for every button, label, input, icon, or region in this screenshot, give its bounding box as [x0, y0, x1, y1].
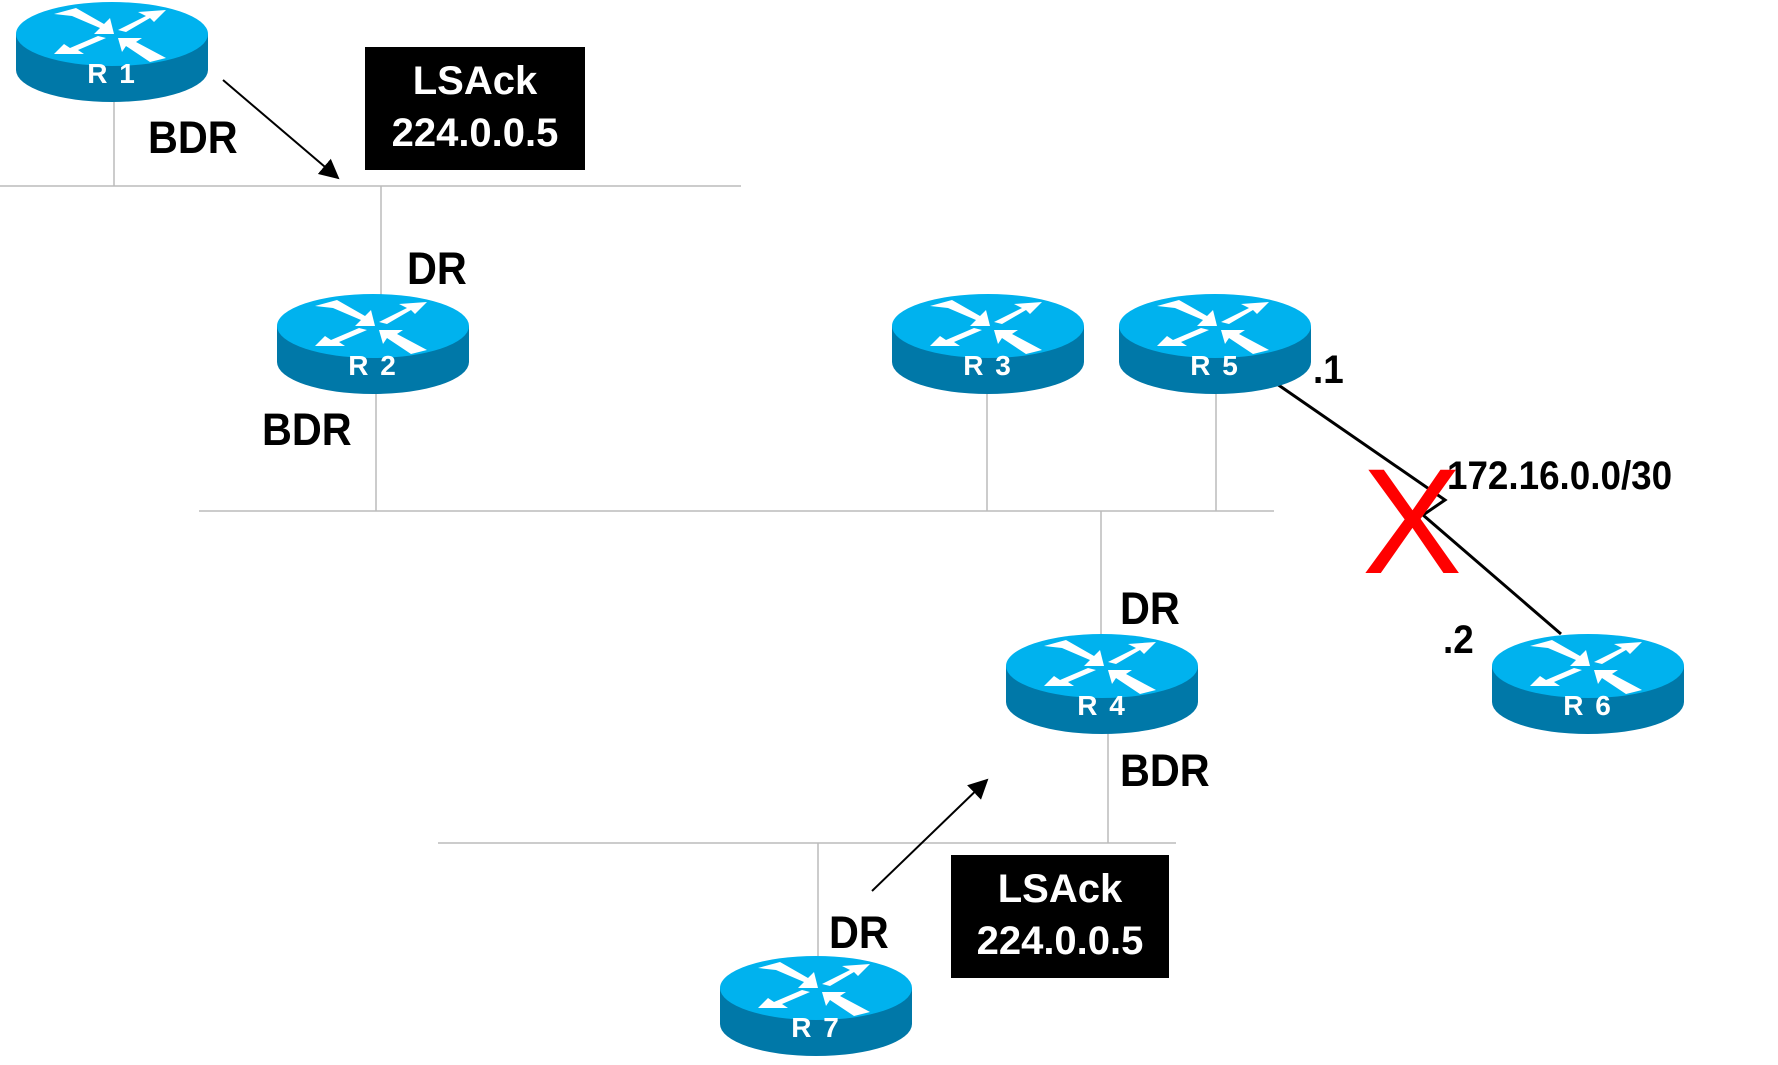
- router-label: R 4: [1077, 690, 1127, 721]
- router-r6[interactable]: R 6: [1490, 632, 1686, 736]
- arrow-r7-to-r4: [871, 778, 989, 892]
- router-label: R 3: [963, 350, 1013, 381]
- r7-role-dr: DR: [829, 907, 889, 958]
- router-label: R 6: [1563, 690, 1613, 721]
- link-failure-x-icon: X: [1362, 437, 1463, 605]
- router-label: R 5: [1190, 350, 1240, 381]
- r2-role-dr: DR: [407, 243, 467, 294]
- r4-role-bdr: BDR: [1120, 745, 1210, 796]
- router-r1[interactable]: R 1: [14, 0, 210, 104]
- lsack-packet-2: LSAck 224.0.0.5: [951, 855, 1169, 978]
- router-icon: [1492, 634, 1684, 734]
- packet-type: LSAck: [997, 867, 1123, 911]
- router-r7[interactable]: R 7: [718, 954, 914, 1058]
- arrow-r1-to-dr: [222, 79, 340, 180]
- router-label: R 7: [791, 1012, 841, 1043]
- router-r3[interactable]: R 3: [890, 292, 1086, 396]
- router-r2[interactable]: R 2: [275, 292, 471, 396]
- router-icon: [1006, 634, 1198, 734]
- r5-host-address: .1: [1313, 348, 1344, 392]
- r2-role-bdr: BDR: [262, 404, 352, 455]
- router-label: R 2: [348, 350, 398, 381]
- serial-subnet-label: 172.16.0.0/30: [1447, 454, 1673, 498]
- r4-role-dr: DR: [1120, 583, 1180, 634]
- router-icon: [1119, 294, 1311, 394]
- serial-link-r5-r6: [1276, 382, 1562, 636]
- lsack-packet-1: LSAck 224.0.0.5: [365, 47, 585, 170]
- router-r4[interactable]: R 4: [1004, 632, 1200, 736]
- router-icon: [720, 956, 912, 1056]
- r1-role-bdr: BDR: [148, 112, 238, 163]
- router-label: R 1: [87, 58, 137, 89]
- router-icon: [892, 294, 1084, 394]
- packet-address: 224.0.0.5: [976, 919, 1144, 963]
- packet-address: 224.0.0.5: [391, 111, 559, 155]
- router-r5[interactable]: R 5: [1117, 292, 1313, 396]
- r6-host-address: .2: [1443, 618, 1474, 662]
- router-icon: [277, 294, 469, 394]
- router-icon: [16, 2, 208, 102]
- packet-type: LSAck: [412, 59, 538, 103]
